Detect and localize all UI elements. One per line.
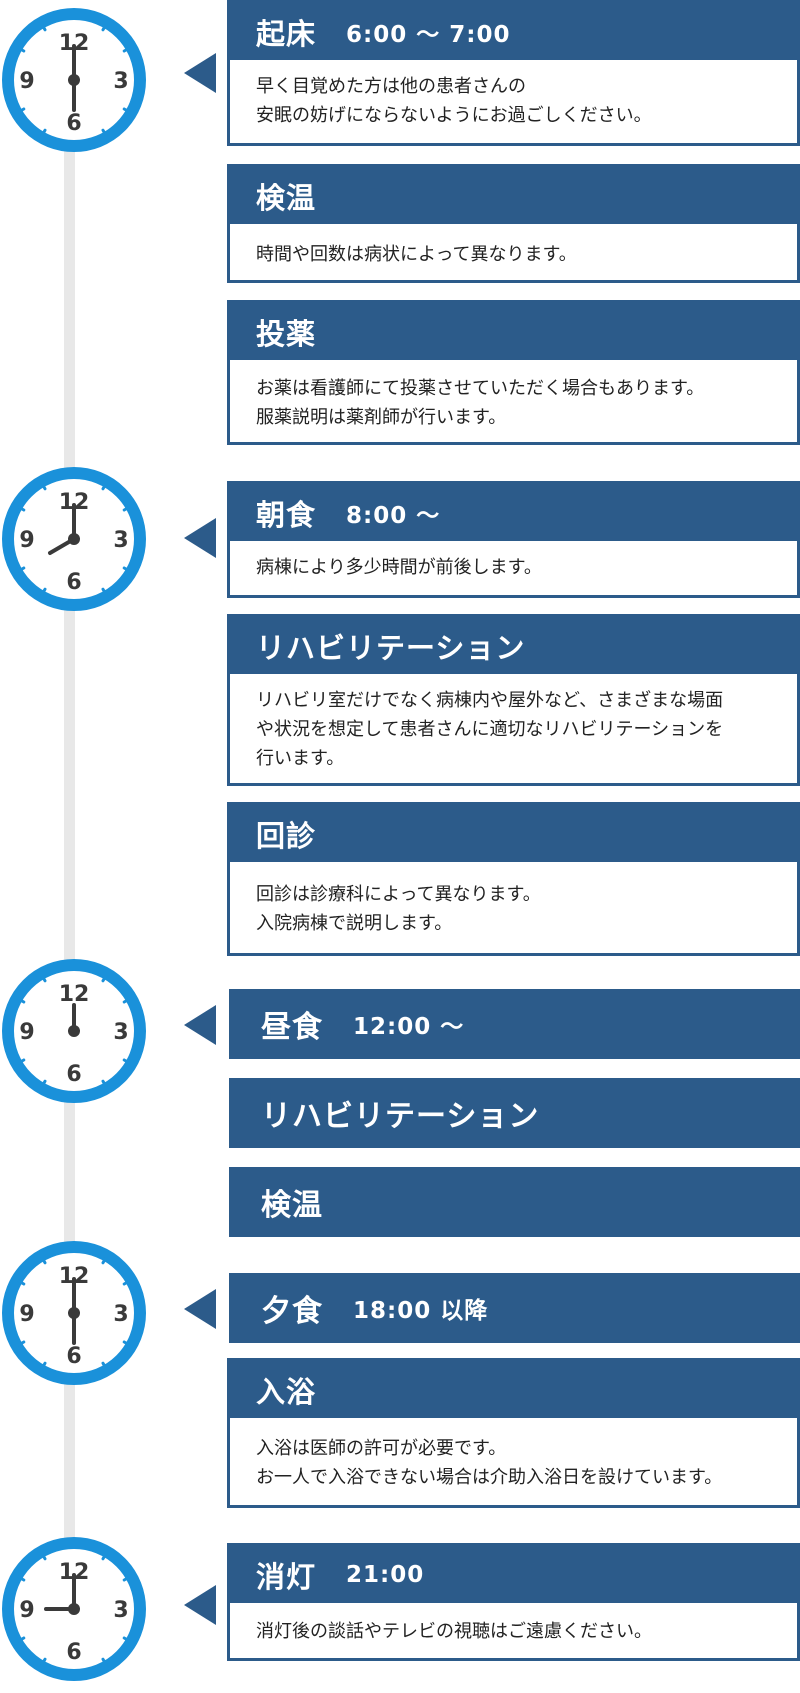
timeline-pointer	[184, 1005, 216, 1045]
card-text-line: 入浴は医師の許可が必要です。	[256, 1438, 507, 1459]
clock-icon-12-00: 12 3 6 9	[2, 959, 146, 1103]
timeline-pointer	[184, 53, 216, 93]
card-time: 18:00 以降	[353, 1298, 489, 1324]
card-text-line: 安眠の妨げにならないようにお過ごしください。	[256, 105, 652, 126]
clock-label-6: 6	[66, 1062, 81, 1087]
clock-label-3: 3	[113, 69, 128, 94]
schedule-card-temperature: 検温 時間や回数は病状によって異なります。	[227, 164, 800, 283]
card-text-line: お一人で入浴できない場合は介助入浴日を設けています。	[256, 1467, 723, 1488]
card-title: 消灯	[256, 1559, 317, 1594]
timeline-pointer	[184, 1585, 216, 1625]
card-text-line: 入院病棟で説明します。	[256, 913, 453, 934]
clock-label-6: 6	[66, 1640, 81, 1665]
card-time: 8:00 ～	[346, 502, 441, 529]
card-title: 検温	[261, 1188, 323, 1223]
card-text-line: 消灯後の談話やテレビの視聴はご遠慮ください。	[256, 1621, 652, 1642]
card-title: 入浴	[256, 1374, 317, 1409]
clock-label-6: 6	[66, 111, 81, 136]
clock-label-3: 3	[113, 1302, 128, 1327]
card-text-line: 服薬説明は薬剤師が行います。	[256, 407, 507, 428]
schedule-card-rehabilitation: リハビリテーション リハビリ室だけでなく病棟内や屋外など、さまざまな場面 や状況…	[227, 614, 800, 786]
clock-icon-8-00: 12 3 6 9	[2, 467, 146, 611]
card-text-line: や状況を想定して患者さんに適切なリハビリテーションを	[256, 719, 724, 740]
card-text-line: 早く目覚めた方は他の患者さんの	[256, 76, 526, 97]
clock-label-3: 3	[113, 528, 128, 553]
timeline-spine	[64, 140, 75, 1540]
clock-label-9: 9	[19, 1302, 34, 1327]
clock-icon-6-00: 12 3 6 9	[2, 8, 146, 152]
schedule-band-rehabilitation: リハビリテーション	[229, 1078, 800, 1148]
clock-icon-18-00: 12 3 6 9	[2, 1241, 146, 1385]
clock-label-3: 3	[113, 1020, 128, 1045]
clock-icon-21-00: 12 3 6 9	[2, 1537, 146, 1681]
card-text-line: リハビリ室だけでなく病棟内や屋外など、さまざまな場面	[256, 690, 724, 711]
clock-label-3: 3	[113, 1598, 128, 1623]
card-title: 投薬	[256, 316, 317, 351]
schedule-band-dinner: 夕食 18:00 以降	[229, 1273, 800, 1343]
card-title: 夕食	[261, 1294, 323, 1329]
schedule-card-rounds: 回診 回診は診療科によって異なります。 入院病棟で説明します。	[227, 802, 800, 956]
schedule-card-lights-out: 消灯 21:00 消灯後の談話やテレビの視聴はご遠慮ください。	[227, 1543, 800, 1661]
clock-label-12: 12	[59, 982, 90, 1007]
card-text-line: 行います。	[256, 748, 345, 769]
timeline-pointer	[184, 518, 216, 558]
schedule-card-wake-up: 起床 6:00 ～ 7:00 早く目覚めた方は他の患者さんの 安眠の妨げにならな…	[227, 0, 800, 146]
schedule-card-breakfast: 朝食 8:00 ～ 病棟により多少時間が前後します。	[227, 481, 800, 598]
clock-label-6: 6	[66, 1344, 81, 1369]
schedule-card-medication: 投薬 お薬は看護師にて投薬させていただく場合もあります。 服薬説明は薬剤師が行い…	[227, 300, 800, 445]
card-text-line: 病棟により多少時間が前後します。	[256, 557, 542, 578]
clock-label-9: 9	[19, 1598, 34, 1623]
card-title: リハビリテーション	[256, 630, 526, 665]
schedule-band-lunch: 昼食 12:00 ～	[229, 989, 800, 1059]
clock-label-9: 9	[19, 69, 34, 94]
card-title: 起床	[256, 16, 317, 51]
card-title: リハビリテーション	[261, 1099, 540, 1134]
timeline-pointer	[184, 1289, 216, 1329]
card-title: 朝食	[256, 497, 317, 532]
schedule-band-temperature: 検温	[229, 1167, 800, 1237]
clock-label-9: 9	[19, 528, 34, 553]
card-title: 回診	[256, 818, 317, 853]
card-time: 12:00 ～	[353, 1014, 465, 1040]
card-text-line: 回診は診療科によって異なります。	[256, 884, 541, 905]
card-title: 昼食	[261, 1010, 323, 1045]
card-time: 6:00 ～ 7:00	[346, 21, 511, 48]
card-text-line: お薬は看護師にて投薬させていただく場合もあります。	[256, 378, 705, 399]
card-text-line: 時間や回数は病状によって異なります。	[256, 244, 577, 265]
clock-label-6: 6	[66, 570, 81, 595]
schedule-card-bath: 入浴 入浴は医師の許可が必要です。 お一人で入浴できない場合は介助入浴日を設けて…	[227, 1358, 800, 1508]
card-time: 21:00	[346, 1561, 425, 1588]
card-title: 検温	[256, 180, 317, 215]
clock-label-9: 9	[19, 1020, 34, 1045]
